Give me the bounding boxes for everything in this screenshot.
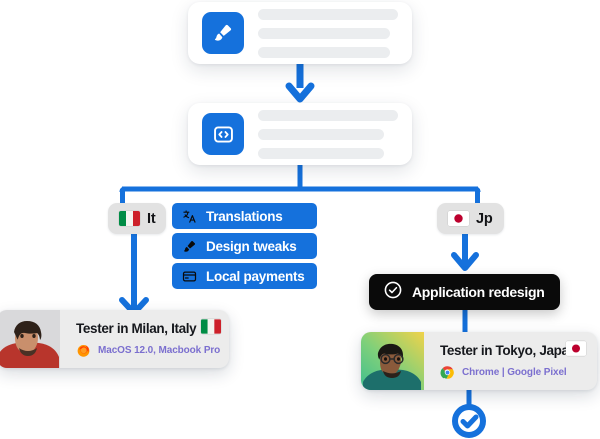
tester-device: Chrome | Google Pixel — [440, 365, 585, 380]
tester-name: Tester in Tokyo, Japan — [440, 343, 577, 358]
tester-device-label: MacOS 12.0, Macbook Pro — [98, 345, 221, 356]
italy-flag-icon — [201, 319, 222, 334]
tester-card-tokyo[interactable]: Tester in Tokyo, Japan Chrome | Google P… — [361, 332, 597, 390]
tester-meta: Tester in Milan, Italy MacOS 12.0, Macbo… — [60, 310, 229, 368]
design-task-card[interactable] — [188, 2, 412, 64]
chip-local-payments[interactable]: Local payments — [172, 263, 317, 289]
japan-flag-icon — [448, 211, 469, 226]
chip-design-tweaks[interactable]: Design tweaks — [172, 233, 317, 259]
application-redesign-label: Application redesign — [412, 284, 545, 300]
tester-meta: Tester in Tokyo, Japan Chrome | Google P… — [424, 332, 597, 390]
credit-card-icon — [182, 269, 197, 284]
tester-device: MacOS 12.0, Macbook Pro — [76, 343, 220, 358]
translate-icon — [182, 209, 197, 224]
badge-italy-label: It — [147, 210, 156, 227]
japan-flag-icon — [566, 341, 586, 356]
chip-translations[interactable]: Translations — [172, 203, 317, 229]
code-task-card[interactable] — [188, 103, 412, 165]
badge-japan-label: Jp — [476, 210, 493, 227]
avatar — [361, 332, 424, 390]
avatar — [0, 310, 60, 368]
tester-card-milan[interactable]: Tester in Milan, Italy MacOS 12.0, Macbo… — [0, 310, 229, 368]
code-brackets-icon — [202, 113, 244, 155]
task-chip-list: Translations Design tweaks Local payment… — [172, 203, 317, 289]
tester-name: Tester in Milan, Italy — [76, 321, 197, 336]
chip-design-tweaks-label: Design tweaks — [206, 238, 297, 254]
firefox-icon — [76, 343, 91, 358]
placeholder-text-lines — [258, 8, 398, 58]
chip-translations-label: Translations — [206, 208, 283, 224]
application-redesign-pill[interactable]: Application redesign — [369, 274, 560, 310]
badge-italy[interactable]: It — [108, 203, 167, 234]
tester-device-label: Chrome | Google Pixel — [462, 367, 567, 378]
italy-flag-icon — [119, 211, 140, 226]
paintbrush-icon — [182, 239, 197, 254]
placeholder-text-lines — [258, 109, 398, 159]
check-circle-icon — [383, 280, 403, 305]
chip-local-payments-label: Local payments — [206, 268, 305, 284]
chrome-icon — [440, 365, 455, 380]
badge-japan[interactable]: Jp — [437, 203, 504, 234]
paintbrush-icon — [202, 12, 244, 54]
